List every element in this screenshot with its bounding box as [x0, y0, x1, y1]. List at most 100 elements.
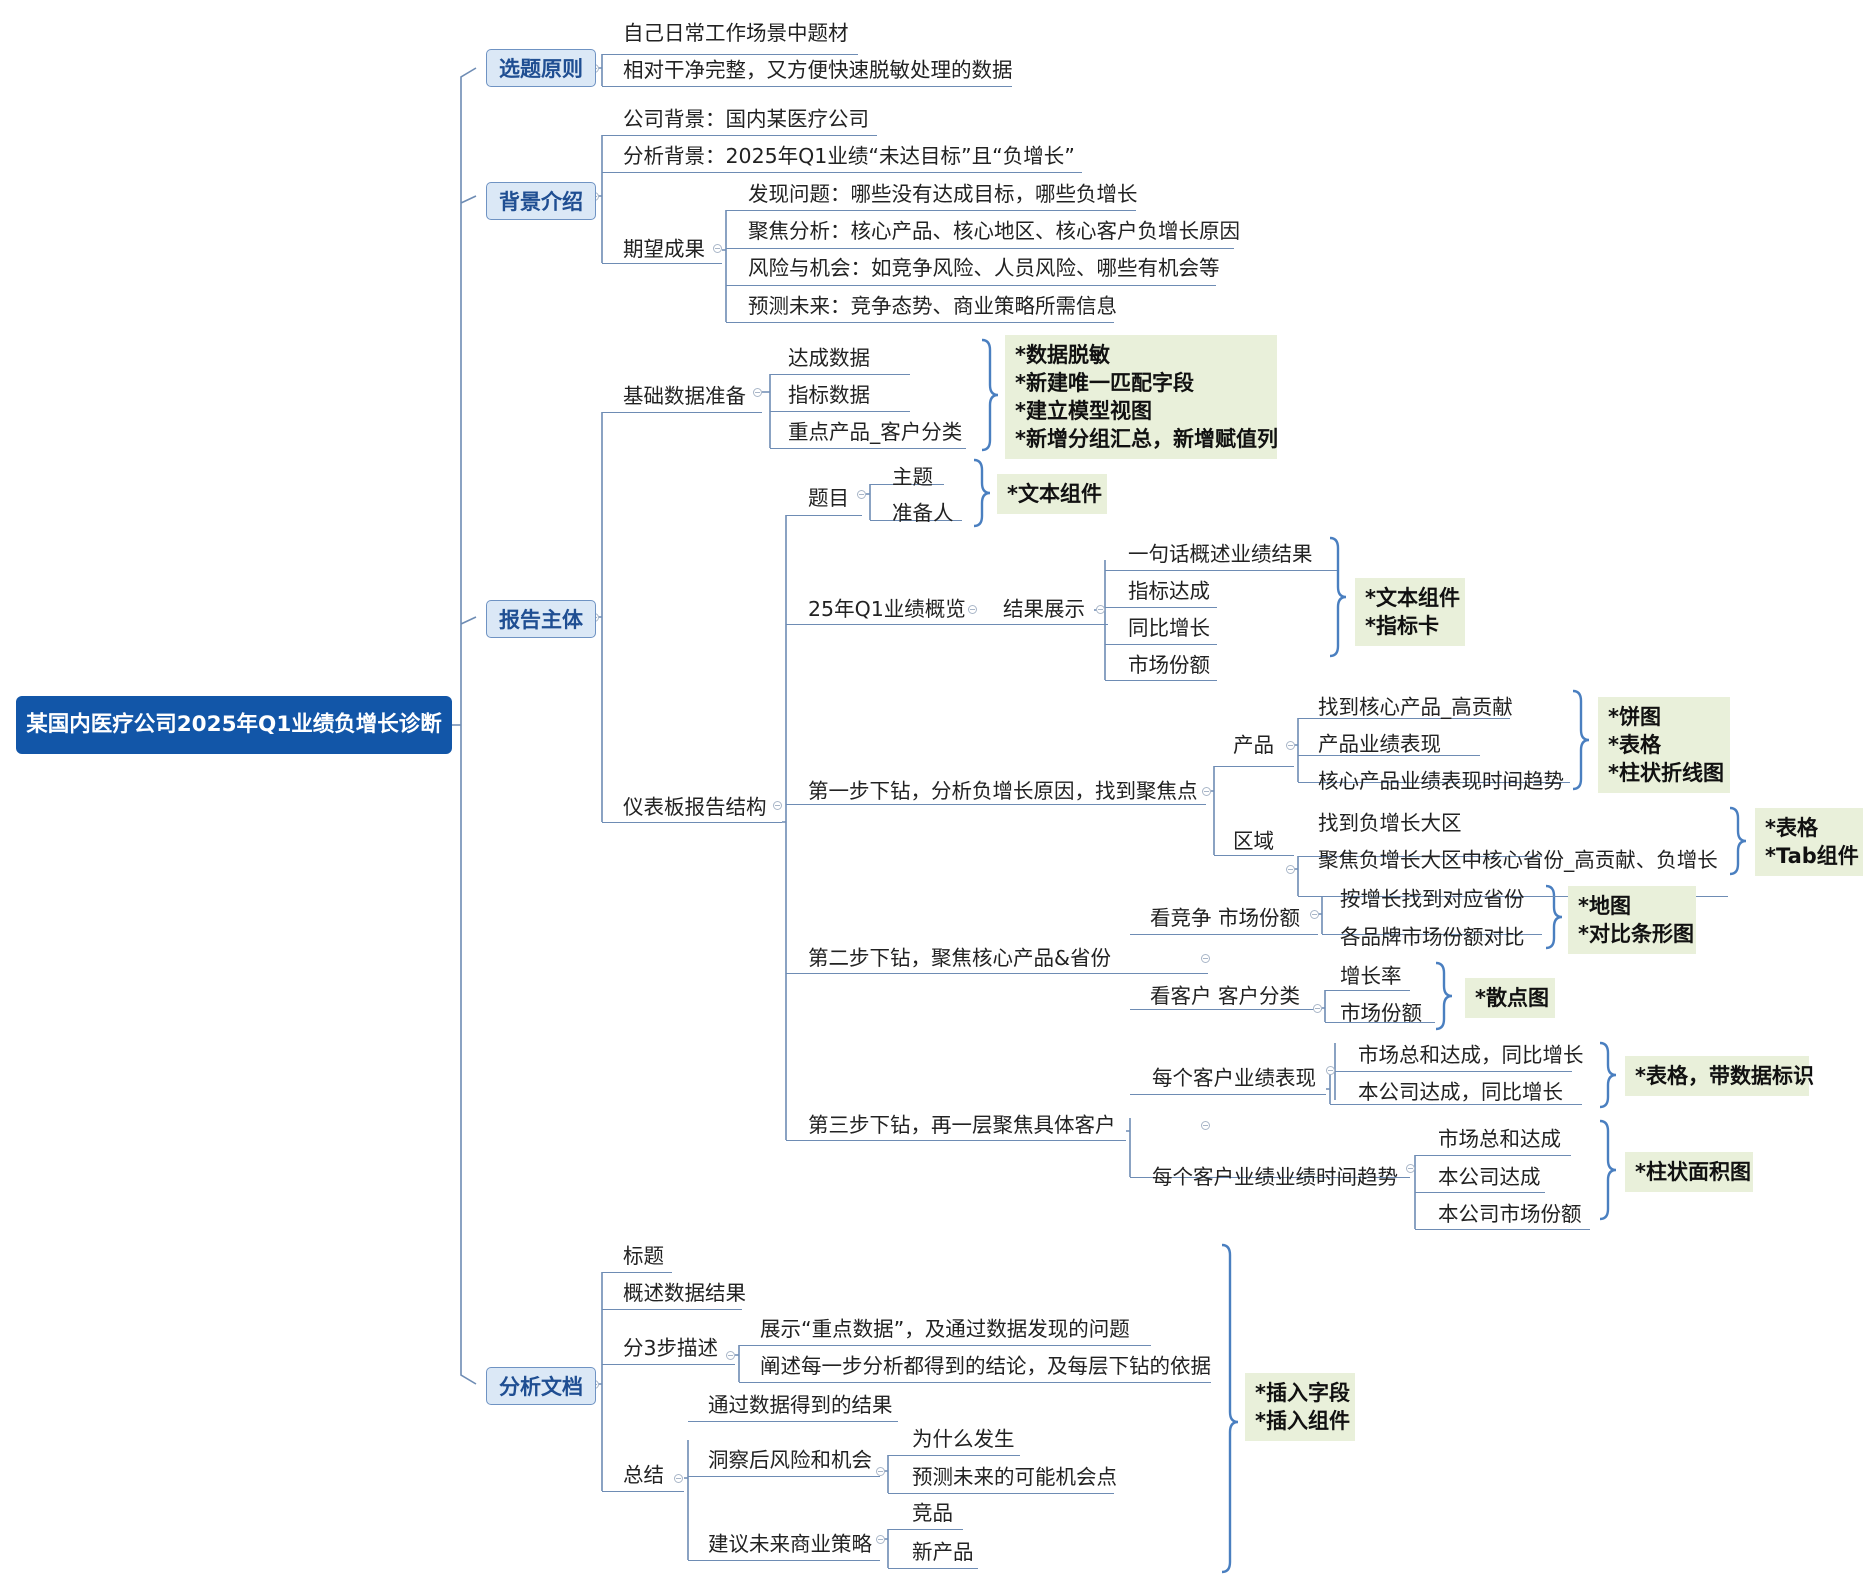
doc-strategy[interactable]: 建议未来商业策略 [708, 1532, 872, 1556]
underline [602, 822, 782, 823]
product-item[interactable]: 核心产品业绩表现时间趋势 [1318, 769, 1564, 793]
collapse-toggle[interactable] [773, 801, 782, 810]
doc-insight-item[interactable]: 为什么发生 [912, 1427, 1015, 1451]
step1-node[interactable]: 第一步下钻，分析负增长原因，找到聚焦点 [808, 779, 1198, 803]
callout-title[interactable]: *文本组件 [997, 474, 1107, 514]
region-item[interactable]: 聚焦负增长大区中核心省份_高贡献、负增长 [1318, 848, 1718, 872]
collapse-toggle[interactable] [1201, 954, 1210, 963]
product-node[interactable]: 产品 [1233, 733, 1274, 757]
brace [1545, 884, 1563, 950]
result-item[interactable]: 同比增长 [1128, 616, 1210, 640]
doc-conclusion[interactable]: 总结 [623, 1463, 664, 1487]
doc-three-steps[interactable]: 分3步描述 [623, 1336, 719, 1360]
step2-node[interactable]: 第二步下钻，聚焦核心产品&省份 [808, 946, 1111, 970]
title-item[interactable]: 准备人 [892, 501, 954, 525]
collapse-toggle[interactable] [857, 490, 866, 499]
callout-product[interactable]: *饼图 *表格 *柱状折线图 [1598, 697, 1730, 793]
result-show-node[interactable]: 结果展示 [1003, 597, 1085, 621]
collapse-toggle[interactable] [726, 1351, 735, 1360]
collapse-toggle[interactable] [1326, 1066, 1335, 1075]
collapse-toggle[interactable] [713, 244, 722, 253]
doc-three-steps-item[interactable]: 阐述每一步分析都得到的结论，及每层下钻的依据 [760, 1354, 1211, 1378]
collapse-toggle[interactable] [876, 1535, 885, 1544]
region-node[interactable]: 区域 [1233, 829, 1274, 853]
callout-analysis-doc[interactable]: *插入字段 *插入组件 [1245, 1373, 1355, 1441]
doc-summary-result[interactable]: 概述数据结果 [623, 1281, 746, 1305]
category-topic-principles[interactable]: 选题原则 [486, 49, 596, 87]
collapse-toggle[interactable] [1096, 605, 1105, 614]
category-report-body[interactable]: 报告主体 [486, 600, 596, 638]
analysis-background[interactable]: 分析背景：2025年Q1业绩“未达目标”且“负增长” [623, 144, 1075, 168]
collapse-toggle[interactable] [1202, 787, 1211, 796]
collapse-toggle[interactable] [968, 605, 977, 614]
customer-perf-node[interactable]: 每个客户业绩表现 [1152, 1066, 1316, 1090]
overview-node[interactable]: 25年Q1业绩概览 [808, 597, 966, 621]
doc-title[interactable]: 标题 [623, 1244, 664, 1268]
region-item[interactable]: 找到负增长大区 [1318, 811, 1462, 835]
expected-item[interactable]: 发现问题：哪些没有达成目标，哪些负增长 [748, 182, 1138, 206]
company-background[interactable]: 公司背景：国内某医疗公司 [623, 107, 869, 131]
customer-trend-item[interactable]: 市场总和达成 [1438, 1127, 1561, 1151]
doc-insight-item[interactable]: 预测未来的可能机会点 [912, 1465, 1117, 1489]
callout-base-data[interactable]: *数据脱敏 *新建唯一匹配字段 *建立模型视图 *新增分组汇总，新增赋值列 [1005, 335, 1278, 459]
product-item[interactable]: 产品业绩表现 [1318, 732, 1441, 756]
customer-item[interactable]: 市场份额 [1340, 1001, 1422, 1025]
customer-item[interactable]: 增长率 [1340, 964, 1402, 988]
customer-trend-node[interactable]: 每个客户业绩业绩时间趋势 [1152, 1165, 1398, 1189]
root-topic[interactable]: 某国内医疗公司2025年Q1业绩负增长诊断 [16, 696, 452, 754]
callout-tag: *表格 [1765, 816, 1818, 840]
result-item[interactable]: 一句话概述业绩结果 [1128, 542, 1313, 566]
callout-customer-trend[interactable]: *柱状面积图 [1625, 1152, 1753, 1192]
collapse-toggle[interactable] [753, 388, 762, 397]
category-background[interactable]: 背景介绍 [486, 182, 596, 220]
doc-strategy-item[interactable]: 竞品 [912, 1501, 953, 1525]
base-data-prep[interactable]: 基础数据准备 [623, 384, 746, 408]
competition-item[interactable]: 各品牌市场份额对比 [1340, 925, 1525, 949]
collapse-toggle[interactable] [1313, 1004, 1322, 1013]
collapse-toggle[interactable] [1286, 865, 1295, 874]
callout-customer[interactable]: *散点图 [1465, 978, 1555, 1018]
competition-item[interactable]: 按增长找到对应省份 [1340, 887, 1525, 911]
title-node[interactable]: 题目 [808, 486, 849, 510]
brace [981, 338, 999, 452]
callout-overview[interactable]: *文本组件 *指标卡 [1355, 578, 1465, 646]
topic-principle-item[interactable]: 相对干净完整，又方便快速脱敏处理的数据 [623, 58, 1013, 82]
base-data-item[interactable]: 指标数据 [788, 383, 870, 407]
result-item[interactable]: 市场份额 [1128, 653, 1210, 677]
doc-insight[interactable]: 洞察后风险和机会 [708, 1448, 872, 1472]
dashboard-structure[interactable]: 仪表板报告结构 [623, 795, 767, 819]
collapse-toggle[interactable] [1201, 1121, 1210, 1130]
collapse-toggle[interactable] [1310, 910, 1319, 919]
collapse-toggle[interactable] [876, 1467, 885, 1476]
title-item[interactable]: 主题 [892, 465, 933, 489]
callout-competition[interactable]: *地图 *对比条形图 [1568, 886, 1696, 954]
result-item[interactable]: 指标达成 [1128, 579, 1210, 603]
customer-trend-item[interactable]: 本公司达成 [1438, 1165, 1541, 1189]
collapse-toggle[interactable] [1286, 741, 1295, 750]
category-analysis-doc[interactable]: 分析文档 [486, 1367, 596, 1405]
connector [782, 515, 787, 1140]
collapse-toggle[interactable] [674, 1474, 683, 1483]
customer-perf-item[interactable]: 本公司达成，同比增长 [1358, 1080, 1563, 1104]
expected-item[interactable]: 风险与机会：如竞争风险、人员风险、哪些有机会等 [748, 256, 1220, 280]
product-item[interactable]: 找到核心产品_高贡献 [1318, 695, 1513, 719]
connector [735, 1345, 740, 1382]
expected-item[interactable]: 聚焦分析：核心产品、核心地区、核心客户负增长原因 [748, 219, 1240, 243]
base-data-item[interactable]: 重点产品_客户分类 [788, 420, 963, 444]
competition-node[interactable]: 看竞争 市场份额 [1150, 906, 1301, 930]
doc-conclusion-result[interactable]: 通过数据得到的结果 [708, 1393, 893, 1417]
expected-results[interactable]: 期望成果 [623, 237, 705, 261]
doc-strategy-item[interactable]: 新产品 [912, 1540, 974, 1564]
step3-node[interactable]: 第三步下钻，再一层聚焦具体客户 [808, 1113, 1116, 1137]
topic-principle-item[interactable]: 自己日常工作场景中题材 [623, 21, 849, 45]
collapse-toggle[interactable] [1406, 1164, 1415, 1173]
callout-customer-perf[interactable]: *表格，带数据标识 [1625, 1056, 1814, 1096]
expected-item[interactable]: 预测未来：竞争态势、商业策略所需信息 [748, 294, 1117, 318]
callout-region[interactable]: *表格 *Tab组件 [1755, 808, 1863, 876]
customer-node[interactable]: 看客户 客户分类 [1150, 984, 1301, 1008]
base-data-item[interactable]: 达成数据 [788, 346, 870, 370]
customer-perf-item[interactable]: 市场总和达成，同比增长 [1358, 1043, 1584, 1067]
doc-three-steps-item[interactable]: 展示“重点数据”，及通过数据发现的问题 [760, 1317, 1130, 1341]
underline [688, 1421, 898, 1422]
customer-trend-item[interactable]: 本公司市场份额 [1438, 1202, 1582, 1226]
